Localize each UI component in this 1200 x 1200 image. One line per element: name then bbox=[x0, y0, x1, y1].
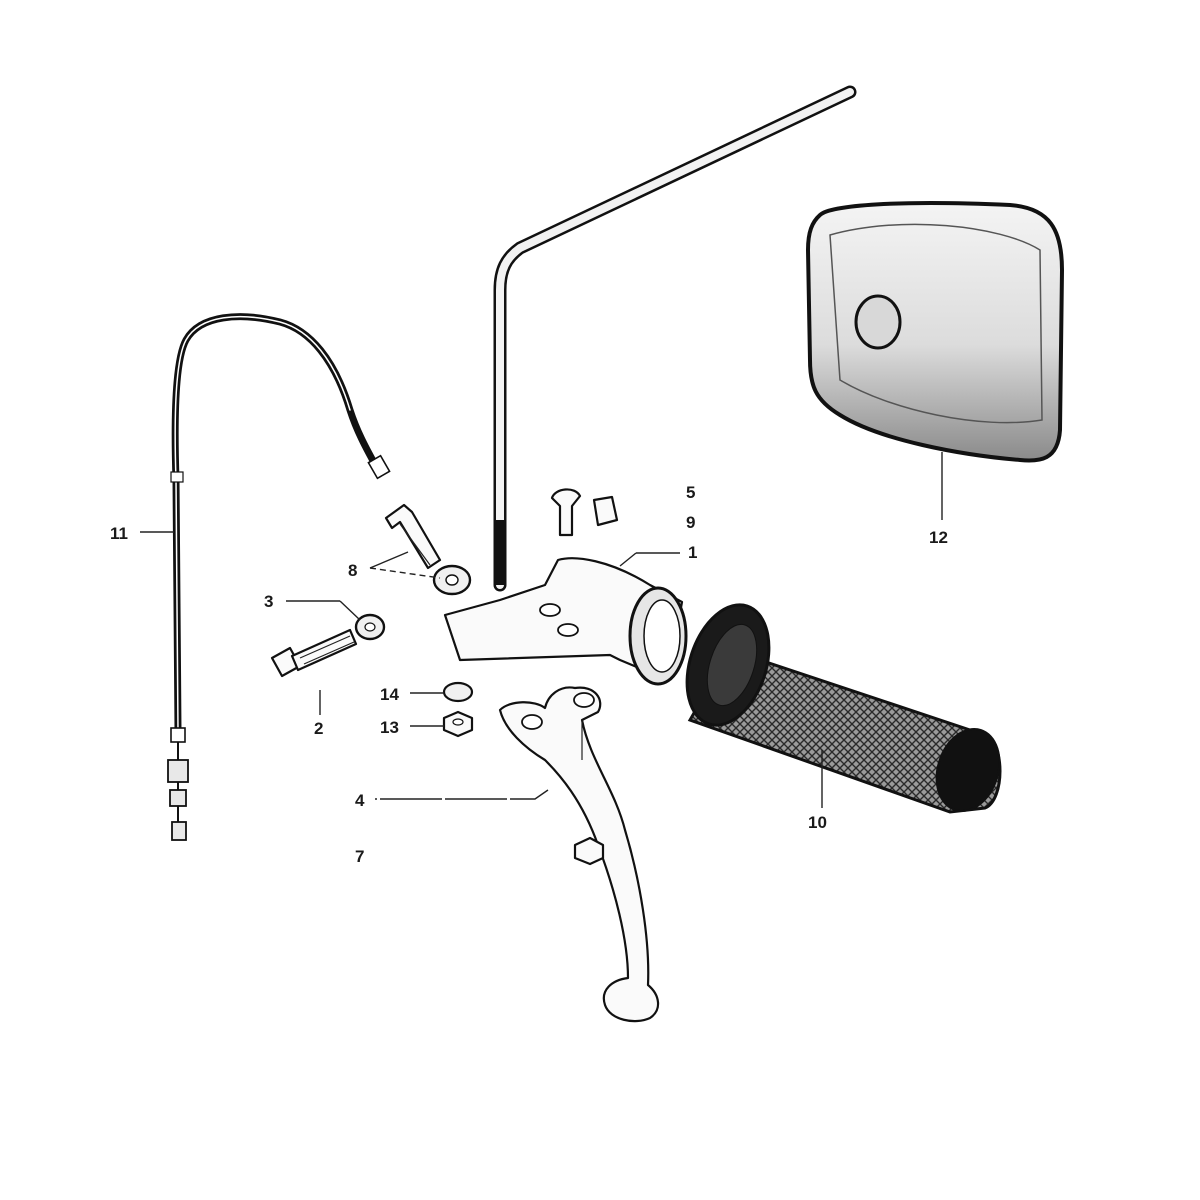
washer bbox=[354, 613, 386, 641]
callout-11: 11 bbox=[110, 524, 128, 543]
leader-lines bbox=[140, 452, 943, 808]
callout-8: 8 bbox=[348, 561, 357, 580]
callout-2: 2 bbox=[314, 719, 323, 738]
callout-13: 13 bbox=[380, 718, 399, 737]
callout-9: 9 bbox=[686, 513, 695, 532]
callout-5: 5 bbox=[686, 483, 695, 502]
lever-bracket bbox=[443, 557, 688, 686]
handlebar-grip bbox=[685, 603, 1002, 814]
washer-small bbox=[442, 681, 474, 703]
callout-12: 12 bbox=[929, 528, 948, 547]
callout-3: 3 bbox=[264, 592, 273, 611]
callout-10: 10 bbox=[808, 813, 827, 832]
callout-14: 14 bbox=[380, 685, 399, 704]
mirror bbox=[493, 85, 1065, 592]
clutch-lever bbox=[498, 686, 660, 1023]
bolt bbox=[270, 628, 358, 678]
clutch-cable bbox=[167, 313, 391, 841]
callout-7: 7 bbox=[355, 847, 364, 866]
adjuster-nut bbox=[592, 495, 619, 527]
lock-nut bbox=[442, 710, 474, 738]
pivot-bolt-and-washer bbox=[384, 503, 472, 596]
callout-1: 1 bbox=[688, 543, 697, 562]
callout-4: 4 bbox=[355, 791, 365, 810]
callout-labels: 1 2 3 4 5 7 8 9 10 11 12 13 14 bbox=[110, 483, 948, 866]
adjuster-screw bbox=[550, 488, 582, 537]
